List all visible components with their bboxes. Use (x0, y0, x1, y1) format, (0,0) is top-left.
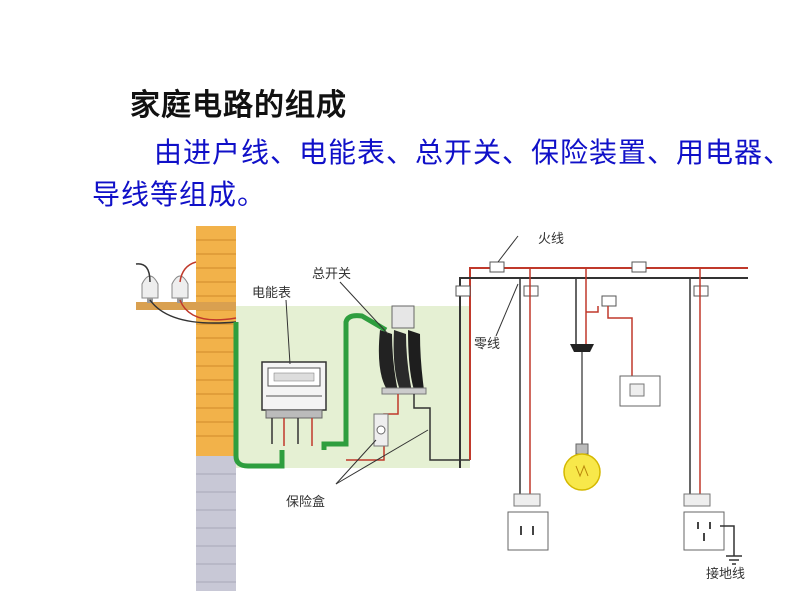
meter-label: 电能表 (252, 286, 291, 301)
live-wire (469, 267, 748, 460)
socket-left (507, 493, 549, 551)
page-title: 家庭电路的组成 (130, 88, 347, 123)
neutral-wire (459, 277, 748, 468)
live-wire-label: 火线 (538, 232, 564, 247)
wall-switch (619, 375, 661, 407)
neutral-wire-label: 零线 (474, 337, 500, 352)
conduit (233, 322, 285, 469)
main-switch (378, 305, 427, 395)
main-switch-label: 总开关 (312, 267, 351, 282)
ground-wire (720, 525, 735, 556)
fuse-box-label: 保险盒 (286, 494, 325, 510)
ground-wire-label: 接地线 (706, 566, 745, 582)
fuse-box (373, 413, 389, 447)
energy-meter (261, 361, 327, 419)
insulator-bracket (136, 302, 236, 310)
light-bulb (563, 443, 601, 491)
description-text: 由进户线、电能表、总开关、保险装置、用电器、导线等组成。 (92, 136, 793, 211)
wall-base (196, 456, 236, 591)
socket-right (683, 493, 725, 551)
brick-wall (196, 226, 236, 456)
